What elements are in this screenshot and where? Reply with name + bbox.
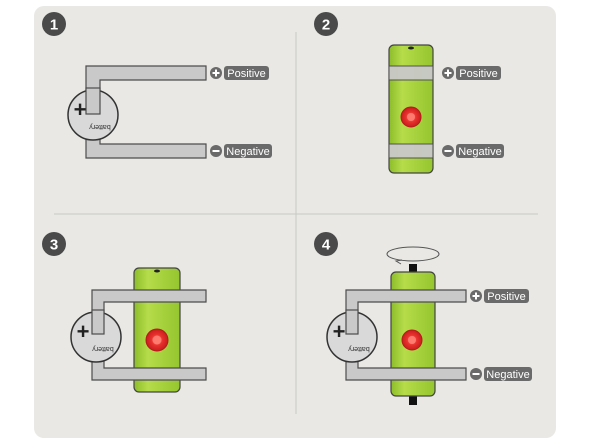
negative-label: Negative	[486, 369, 529, 381]
step-1-number: 1	[50, 17, 58, 34]
cylinder-hole	[408, 46, 414, 50]
led-highlight	[407, 113, 415, 121]
positive-label: Positive	[227, 68, 266, 80]
negative-wire	[85, 135, 207, 159]
step-2-number: 2	[322, 17, 330, 34]
battery-plus-symbol: +	[74, 97, 87, 122]
battery-label: battery	[89, 123, 111, 130]
led-highlight	[408, 336, 416, 344]
negative-label: Negative	[458, 146, 501, 158]
negative-wire-band	[388, 143, 434, 159]
positive-tag	[456, 66, 501, 80]
battery-contact	[85, 87, 101, 115]
step-1-badge	[42, 12, 66, 36]
negative-tag	[484, 367, 532, 381]
plus-circle-glyph	[444, 69, 452, 77]
step-3-badge	[42, 232, 66, 256]
plus-circle-glyph	[212, 69, 220, 77]
led-highlight	[152, 335, 162, 345]
positive-label: Positive	[487, 291, 526, 303]
step-3-number: 3	[50, 237, 58, 254]
step-4-number: 4	[322, 237, 331, 254]
top-axle-pin	[409, 264, 417, 273]
step-1: 1 + battery Positive Negative	[42, 12, 272, 159]
negative-label: Negative	[226, 146, 269, 158]
battery-label: battery	[348, 345, 370, 352]
battery-contact	[345, 309, 359, 335]
negative-tag	[224, 144, 272, 158]
step-2-badge	[314, 12, 338, 36]
positive-wire	[85, 65, 207, 97]
positive-tag	[224, 66, 269, 80]
battery-plus-symbol: +	[333, 319, 346, 344]
step-4: 4 + battery Positive Negative	[314, 232, 532, 405]
positive-label: Positive	[459, 68, 498, 80]
negative-tag	[456, 144, 504, 158]
step-3: 3 + battery	[42, 232, 207, 393]
step-2: 2 Positive Negative	[314, 12, 504, 174]
step-4-badge	[314, 232, 338, 256]
rotation-arrow-icon	[386, 246, 440, 262]
bottom-axle-pin	[409, 396, 417, 405]
plus-circle-glyph	[472, 292, 480, 300]
positive-tag	[484, 289, 529, 303]
battery-plus-symbol: +	[77, 319, 90, 344]
battery-label: battery	[92, 345, 114, 352]
cylinder-hole	[154, 269, 160, 273]
rotation-arrowhead	[394, 259, 403, 265]
battery-contact	[91, 309, 105, 335]
positive-wire-band	[388, 65, 434, 81]
